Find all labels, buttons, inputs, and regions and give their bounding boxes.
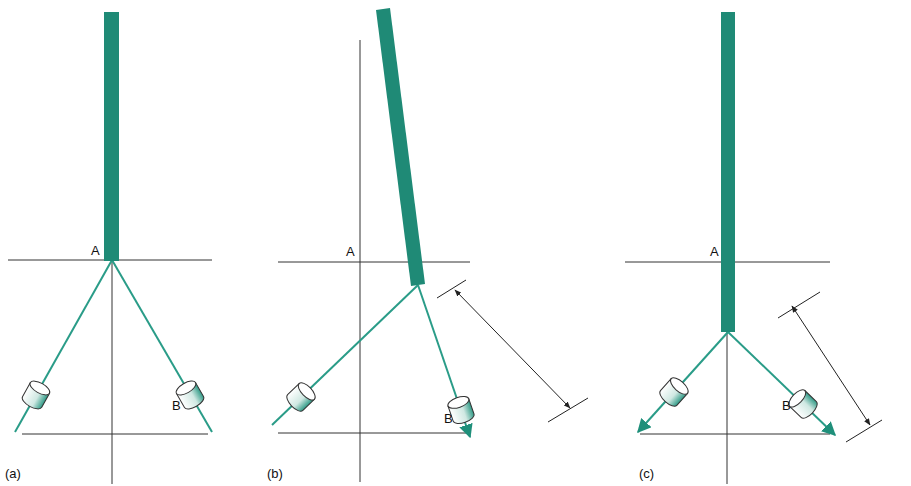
- panel-label: (a): [4, 466, 22, 481]
- point-label: B: [443, 411, 454, 426]
- point-label: B: [781, 398, 792, 413]
- panel-label: (c): [638, 466, 655, 481]
- panel-c: [625, 12, 882, 484]
- panel-label: (b): [266, 466, 284, 481]
- point-label: A: [709, 244, 720, 259]
- panel-b: [272, 8, 588, 482]
- point-label: B: [171, 398, 182, 413]
- panel-a: [8, 12, 212, 484]
- point-label: A: [345, 244, 356, 259]
- point-label: A: [90, 243, 101, 258]
